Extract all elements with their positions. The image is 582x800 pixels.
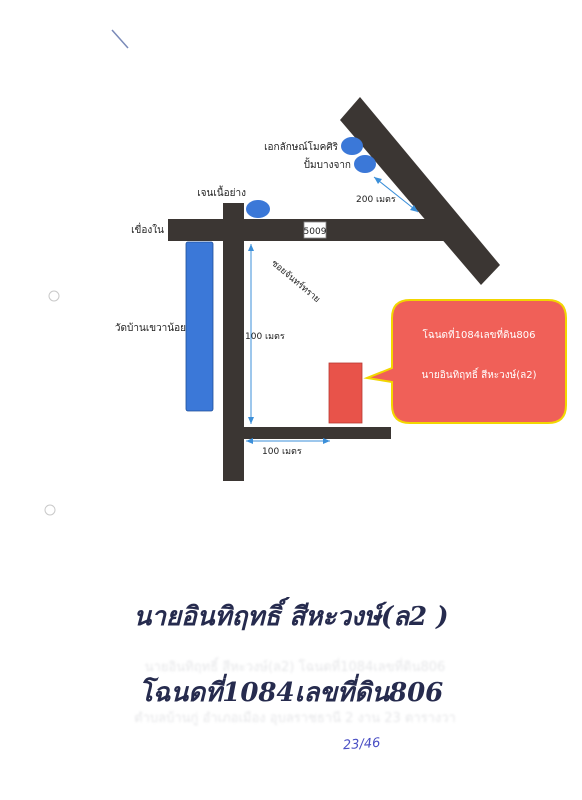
branch-road bbox=[244, 427, 391, 439]
arrow-head bbox=[410, 205, 418, 212]
soi-label: ซอยจันทร์ทราย bbox=[269, 257, 323, 305]
measure-200m bbox=[373, 176, 419, 213]
punch-hole-bottom bbox=[44, 504, 56, 516]
scan-mark bbox=[111, 29, 129, 49]
bleed-through-line2: ตำบลบ้านกู่ อำเภอเมือง อุบลราชธานี 2 งาน… bbox=[134, 711, 456, 726]
soi-road bbox=[223, 203, 244, 481]
marker-place2 bbox=[354, 155, 376, 173]
road-number-box bbox=[303, 221, 327, 239]
arrow-head bbox=[374, 177, 382, 184]
distance-100m-vertical: 100 เมตร bbox=[245, 332, 285, 342]
owner-title: นายอินทิฤทธิ์ สีหะวงษ์(ล2 ) bbox=[133, 602, 449, 632]
callout-line2: นายอินทิฤทธิ์ สีหะวงษ์(ล2) bbox=[421, 367, 536, 381]
arrow-head bbox=[248, 244, 254, 251]
place2-label: ปั้มบางจาก bbox=[304, 157, 351, 171]
arrow-head bbox=[248, 417, 254, 424]
plot-block bbox=[328, 362, 363, 424]
marker-place3 bbox=[246, 200, 270, 218]
distance-100m-horizontal: 100 เมตร bbox=[262, 447, 302, 457]
place3-label: เจนเนื้อย่าง bbox=[197, 185, 246, 199]
callout-line1: โฉนดที่1084เลขที่ดิน806 bbox=[423, 327, 536, 341]
road-number: 5009 bbox=[304, 227, 327, 237]
diagonal-road bbox=[340, 97, 500, 285]
marker-place1 bbox=[341, 137, 363, 155]
place1-label: เอกลักษณ์โมคศิริ bbox=[264, 140, 339, 153]
arrow-head bbox=[246, 438, 253, 444]
temple-block bbox=[185, 241, 214, 412]
handwritten-number: 23/46 bbox=[342, 735, 381, 754]
callout-bubble bbox=[363, 299, 567, 424]
bleed-through-line1: นายอินทิฤทธิ์ สีหะวงษ์(ล2) โฉนดที่1084เล… bbox=[144, 660, 446, 675]
arrow-head bbox=[323, 438, 330, 444]
deed-title: โฉนดที่1084เลขที่ดิน806 bbox=[138, 678, 444, 708]
temple-label: วัดบ้านเขวาน้อย bbox=[115, 322, 186, 334]
left-road-label: เขื่องใน bbox=[131, 222, 164, 236]
punch-hole-top bbox=[48, 290, 60, 302]
distance-200m: 200 เมตร bbox=[356, 195, 396, 205]
